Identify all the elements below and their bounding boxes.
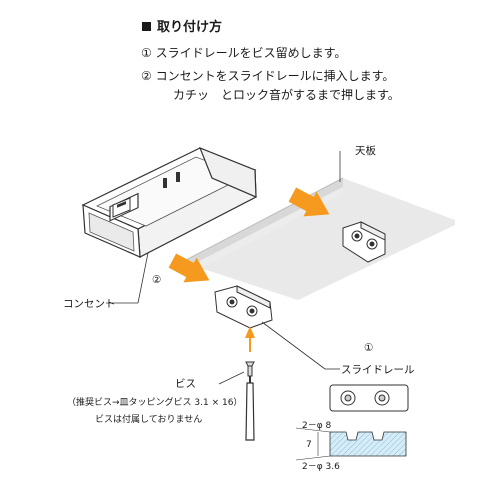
step-2-text: ② コンセントをスライドレールに挿入します。 bbox=[141, 69, 395, 83]
socket-slot-icon bbox=[163, 172, 180, 188]
step-1-text: ① スライドレールをビス留めします。 bbox=[141, 46, 347, 60]
step-2-note: カチッ とロック音がするまで押します。 bbox=[173, 88, 400, 102]
screw-label: ビス bbox=[175, 378, 196, 390]
insert-arrow-right bbox=[288, 187, 330, 217]
dimension-height: 7 bbox=[306, 440, 312, 450]
dimension-hole-large: 2－φ 8 bbox=[302, 421, 332, 431]
slide-rail-label: スライドレール bbox=[341, 364, 415, 376]
slide-rail-lower bbox=[214, 285, 273, 329]
screw-note: ビスは付属しておりません bbox=[95, 415, 203, 425]
slide-rail-upper bbox=[342, 221, 386, 263]
step-2-marker: ② bbox=[152, 274, 162, 286]
dimension-hole-small: 2－φ 3.6 bbox=[302, 462, 340, 472]
screw-up-arrow bbox=[245, 326, 255, 352]
outlet-label: コンセント bbox=[63, 298, 116, 310]
outlet-box bbox=[81, 146, 257, 258]
screw-icon bbox=[245, 361, 255, 377]
leader-lines bbox=[106, 151, 341, 385]
usb-port-icon bbox=[112, 197, 131, 218]
slide-rail-detail bbox=[329, 384, 409, 412]
square-bullet-icon bbox=[142, 22, 151, 31]
screw-recommendation: （推奨ビス→皿タッピングビス 3.1 × 16） bbox=[67, 398, 243, 408]
step-1-marker: ① bbox=[364, 342, 374, 354]
section-title-text: 取り付け方 bbox=[157, 20, 223, 35]
screwdriver-icon bbox=[245, 376, 255, 441]
insert-arrow-left bbox=[168, 253, 210, 283]
tabletop-label: 天板 bbox=[355, 145, 376, 157]
rail-cross-section bbox=[295, 427, 407, 461]
section-title: 取り付け方 bbox=[142, 16, 222, 35]
